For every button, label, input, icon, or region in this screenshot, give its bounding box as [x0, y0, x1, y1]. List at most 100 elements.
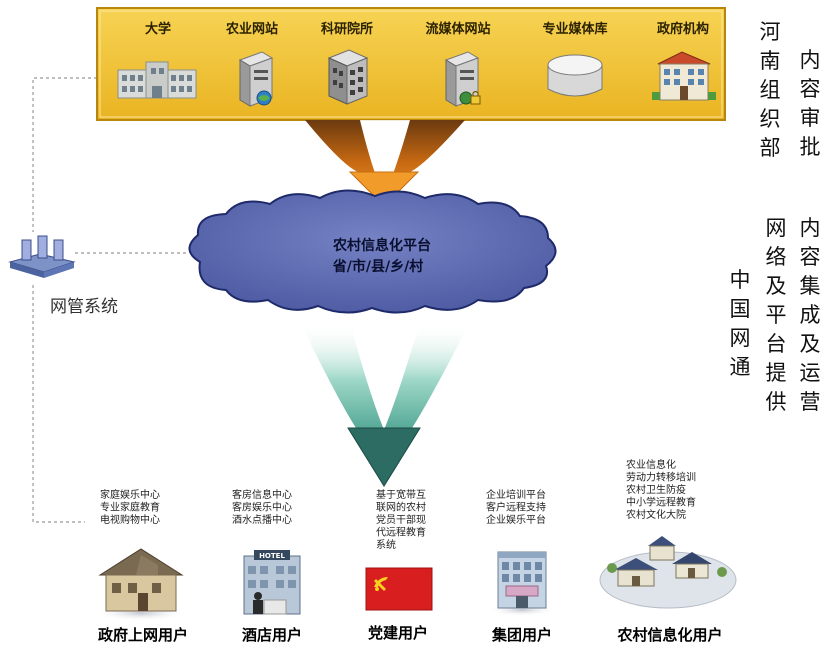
server-globe-icon — [238, 51, 274, 107]
service-line: 中小学远程教育 — [626, 496, 696, 509]
service-line: 党员干部现 — [376, 513, 426, 526]
side-label-char: 平 — [766, 303, 787, 327]
network-management-icon — [8, 235, 76, 278]
service-line: 代远程教育 — [376, 526, 426, 539]
service-line: 农村文化大院 — [626, 508, 686, 521]
service-line: 联网的农村 — [376, 501, 426, 514]
service-line: 企业娱乐平台 — [486, 513, 546, 526]
side-label-char: 提 — [766, 361, 787, 385]
side-label-char: 网 — [730, 326, 751, 350]
hotel-icon: HOTEL — [243, 550, 301, 615]
cloud-subtitle: 省/市/县/乡/村 — [332, 258, 423, 275]
service-line: 专业家庭教育 — [100, 501, 160, 514]
network-management-node: 网管系统 — [8, 235, 118, 317]
source-label-research: 科研院所 — [321, 21, 373, 37]
government-building-icon — [652, 51, 716, 101]
side-label-char: 国 — [730, 297, 751, 321]
side-label-char: 中 — [730, 268, 751, 292]
side-label-char: 批 — [800, 135, 821, 159]
side-label-char: 织 — [760, 107, 781, 131]
hotel-sign: HOTEL — [259, 552, 285, 560]
china-netcom-label: 中国网通 — [730, 268, 751, 379]
side-label-char: 审 — [800, 106, 821, 130]
user-service-lists: 家庭娱乐中心专业家庭教育电视购物中心 客房信息中心客房娱乐中心酒水点播中心 基于… — [100, 458, 696, 551]
side-label-char: 及 — [800, 332, 821, 356]
service-line: 客户远程支持 — [486, 501, 546, 514]
service-line: 酒水点播中心 — [232, 513, 292, 526]
service-line: 农业信息化 — [626, 458, 676, 471]
services-party-users: 基于宽带互联网的农村党员干部现代远程教育系统 — [376, 488, 426, 551]
university-building-icon — [117, 61, 197, 99]
side-label-char: 成 — [800, 303, 821, 327]
side-label-char: 内 — [800, 48, 821, 72]
user-label-government: 政府上网用户 — [98, 626, 188, 644]
side-label-char: 台 — [766, 332, 787, 356]
service-line: 客房信息中心 — [232, 488, 292, 501]
connector-to-sources — [32, 77, 97, 232]
source-panel-background — [96, 7, 726, 121]
user-label-rural: 农村信息化用户 — [616, 626, 722, 644]
service-line: 农村卫生防疫 — [626, 483, 686, 496]
user-label-party: 党建用户 — [368, 624, 428, 642]
database-disk-icon — [547, 54, 603, 97]
service-line: 电视购物中心 — [100, 513, 160, 526]
network-management-label: 网管系统 — [50, 297, 118, 317]
source-label-streaming: 流媒体网站 — [425, 21, 490, 37]
service-line: 劳动力转移培训 — [626, 471, 696, 484]
user-label-group: 集团用户 — [491, 626, 552, 644]
house-icon — [95, 548, 187, 621]
service-line: 基于宽带互 — [376, 488, 426, 501]
side-label-char: 内 — [800, 216, 821, 240]
research-building-icon — [327, 49, 369, 105]
side-label-char: 及 — [766, 274, 787, 298]
service-line: 企业培训平台 — [486, 488, 546, 501]
services-hotel-users: 客房信息中心客房娱乐中心酒水点播中心 — [232, 488, 292, 526]
network-platform-label: 网络及平台提供 — [766, 216, 787, 414]
user-icons: HOTEL — [95, 536, 737, 621]
connector-to-users — [32, 285, 85, 523]
cloud-shape — [188, 189, 557, 314]
source-panel-inner-border — [99, 10, 723, 118]
cloud-title: 农村信息化平台 — [332, 237, 431, 254]
side-label-char: 营 — [800, 390, 821, 414]
side-label-char: 南 — [760, 49, 781, 73]
party-flag-icon — [365, 567, 433, 611]
content-integration-label: 内容集成及运营 — [800, 216, 821, 414]
side-label-char: 供 — [766, 390, 787, 414]
service-line: 客房娱乐中心 — [232, 501, 292, 514]
side-label-char: 容 — [800, 245, 821, 269]
village-icon — [599, 536, 737, 609]
side-label-char: 部 — [760, 136, 781, 160]
source-label-university: 大学 — [145, 21, 171, 37]
side-label-char: 运 — [800, 361, 821, 385]
side-label-char: 河 — [760, 20, 781, 44]
content-sources-panel: 大学 农业网站 科研院所 流媒体网站 专业媒体库 政府机构 — [96, 7, 726, 121]
office-building-icon — [488, 551, 556, 616]
service-line: 系统 — [376, 538, 396, 551]
services-government-users: 家庭娱乐中心专业家庭教育电视购物中心 — [100, 488, 160, 526]
services-rural-users: 农业信息化劳动力转移培训农村卫生防疫中小学远程教育农村文化大院 — [626, 458, 696, 521]
management-connectors — [32, 77, 188, 523]
rural-info-platform-cloud: 农村信息化平台 省/市/县/乡/村 — [188, 189, 557, 314]
side-labels: 河南组织部 内容审批 网络及平台提供 内容集成及运营 中国网通 — [730, 20, 821, 414]
side-label-char: 络 — [766, 245, 787, 269]
content-funnel-arrow — [305, 120, 465, 207]
henan-org-label: 河南组织部 — [760, 20, 781, 160]
source-label-agri-site: 农业网站 — [225, 21, 278, 37]
service-line: 家庭娱乐中心 — [100, 488, 160, 501]
side-label-char: 通 — [730, 355, 751, 379]
server-lock-icon — [444, 51, 481, 107]
user-labels: 政府上网用户 酒店用户 党建用户 集团用户 农村信息化用户 — [98, 624, 723, 644]
side-label-char: 网 — [766, 216, 787, 240]
source-label-media-library: 专业媒体库 — [542, 21, 607, 37]
user-label-hotel: 酒店用户 — [242, 626, 302, 644]
services-group-users: 企业培训平台客户远程支持企业娱乐平台 — [486, 488, 546, 526]
side-label-char: 集 — [800, 274, 821, 298]
source-label-government: 政府机构 — [657, 21, 709, 37]
content-approval-label: 内容审批 — [800, 48, 821, 159]
distribution-funnel-arrow — [300, 322, 470, 487]
side-label-char: 组 — [760, 78, 781, 102]
side-label-char: 容 — [800, 77, 821, 101]
